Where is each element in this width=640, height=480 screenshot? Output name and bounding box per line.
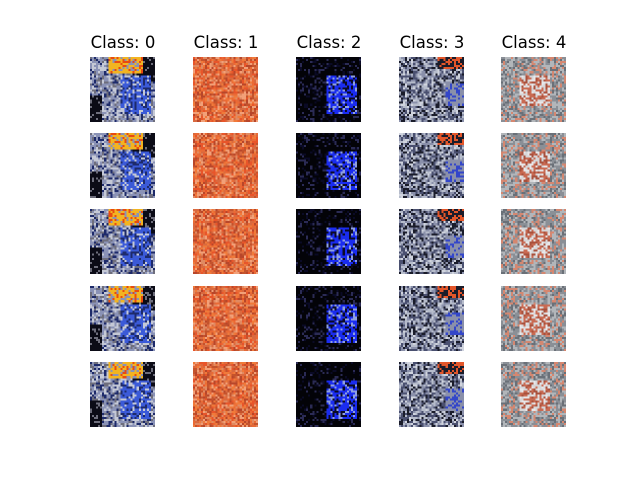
sample-pixels [501, 133, 566, 198]
sample-pixels [501, 362, 566, 427]
sample-pixels [90, 362, 155, 427]
class-title-4: Class: 4 [481, 33, 587, 52]
sample-pixels [193, 133, 258, 198]
sample-pixels [193, 362, 258, 427]
sample-pixels [90, 133, 155, 198]
sample-pixels [193, 286, 258, 351]
sample-image-class-1-row-2 [193, 209, 258, 274]
sample-image-class-4-row-0 [501, 57, 566, 122]
sample-image-class-4-row-2 [501, 209, 566, 274]
sample-image-class-3-row-1 [399, 133, 464, 198]
sample-pixels [296, 362, 361, 427]
class-column-3: Class: 3 [399, 0, 465, 480]
sample-pixels [399, 362, 464, 427]
sample-pixels [90, 286, 155, 351]
sample-image-class-1-row-0 [193, 57, 258, 122]
class-column-1: Class: 1 [193, 0, 259, 480]
sample-image-class-0-row-3 [90, 286, 155, 351]
sample-pixels [296, 209, 361, 274]
sample-image-class-2-row-2 [296, 209, 361, 274]
sample-pixels [501, 209, 566, 274]
sample-pixels [296, 57, 361, 122]
class-title-3: Class: 3 [379, 33, 485, 52]
sample-image-class-1-row-3 [193, 286, 258, 351]
sample-pixels [193, 209, 258, 274]
sample-image-class-3-row-2 [399, 209, 464, 274]
sample-image-class-3-row-3 [399, 286, 464, 351]
sample-image-class-4-row-1 [501, 133, 566, 198]
class-title-1: Class: 1 [173, 33, 279, 52]
sample-image-class-2-row-0 [296, 57, 361, 122]
class-title-0: Class: 0 [70, 33, 176, 52]
sample-image-class-2-row-3 [296, 286, 361, 351]
sample-image-class-4-row-4 [501, 362, 566, 427]
sample-image-class-1-row-1 [193, 133, 258, 198]
sample-image-class-1-row-4 [193, 362, 258, 427]
class-column-4: Class: 4 [501, 0, 567, 480]
sample-image-class-0-row-0 [90, 57, 155, 122]
class-title-2: Class: 2 [276, 33, 382, 52]
sample-pixels [399, 133, 464, 198]
class-column-0: Class: 0 [90, 0, 156, 480]
sample-image-class-3-row-0 [399, 57, 464, 122]
sample-image-class-3-row-4 [399, 362, 464, 427]
sample-pixels [90, 57, 155, 122]
sample-image-class-0-row-4 [90, 362, 155, 427]
sample-image-class-0-row-1 [90, 133, 155, 198]
sample-pixels [399, 209, 464, 274]
sample-pixels [193, 57, 258, 122]
sample-image-class-4-row-3 [501, 286, 566, 351]
sample-pixels [399, 57, 464, 122]
sample-image-class-2-row-1 [296, 133, 361, 198]
sample-pixels [501, 286, 566, 351]
sample-pixels [296, 286, 361, 351]
sample-pixels [296, 133, 361, 198]
sample-image-class-2-row-4 [296, 362, 361, 427]
sample-pixels [501, 57, 566, 122]
sample-pixels [90, 209, 155, 274]
class-column-2: Class: 2 [296, 0, 362, 480]
sample-pixels [399, 286, 464, 351]
sample-image-class-0-row-2 [90, 209, 155, 274]
